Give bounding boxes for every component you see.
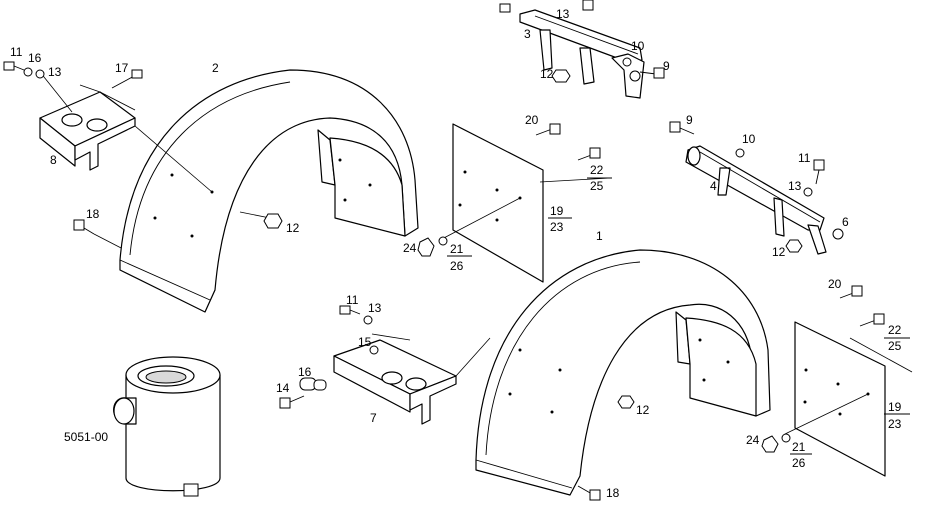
nut-15 [369, 345, 379, 355]
fraction-lines [447, 177, 910, 455]
bracket-7 [333, 333, 491, 425]
washer-21-bottom [781, 433, 791, 443]
air-filter [113, 356, 221, 497]
label-12: 12 [772, 245, 786, 259]
label-20: 20 [828, 277, 842, 291]
label-26: 26 [792, 456, 806, 470]
label-9: 9 [663, 59, 670, 73]
bracket-8 [39, 71, 136, 171]
label-10: 10 [742, 132, 756, 146]
mudguard-1 [475, 249, 771, 496]
label-7: 7 [370, 411, 377, 425]
label-6: 6 [842, 215, 849, 229]
label-22: 22 [888, 323, 902, 337]
washer-10-bracket-4 [735, 148, 745, 158]
bolt-13-top [582, 0, 594, 11]
bolt-20-bottom [839, 285, 863, 299]
label-12: 12 [540, 67, 554, 81]
label-15: 15 [358, 335, 372, 349]
label-10: 10 [631, 39, 645, 53]
label-16: 16 [28, 51, 42, 65]
bolt-22-top [539, 147, 611, 183]
bolt-11-bracket-7 [339, 305, 361, 315]
bracket-4 [685, 145, 827, 255]
nut-13-top-left [35, 69, 45, 79]
washer-16-top-left [23, 67, 33, 77]
label-19: 19 [888, 400, 902, 414]
bolt-18-bottom [577, 485, 601, 501]
label-17: 17 [115, 61, 129, 75]
nut-12-fender-2 [263, 213, 283, 229]
nut-24-bottom [761, 435, 779, 453]
nut-13-bracket-4 [803, 187, 813, 197]
bolt-18-top [73, 219, 126, 251]
bolt-22-bottom [849, 313, 913, 373]
bushing-16 [299, 377, 327, 391]
reference-number: 5051-00 [64, 430, 108, 444]
label-12: 12 [286, 221, 300, 235]
label-3: 3 [524, 27, 531, 41]
label-13: 13 [788, 179, 802, 193]
nut-10-bracket-3 [622, 57, 632, 67]
label-2: 2 [212, 61, 219, 75]
label-11: 11 [798, 151, 811, 165]
nut-24-top [417, 237, 435, 257]
callout-labels: 11 16 13 17 8 18 2 12 13 3 10 12 9 20 22… [10, 7, 902, 500]
label-23: 23 [888, 417, 902, 431]
label-8: 8 [50, 153, 57, 167]
label-19: 19 [550, 204, 564, 218]
nut-12-fender-1 [617, 395, 635, 409]
label-25: 25 [888, 339, 902, 353]
label-26: 26 [450, 259, 464, 273]
bolt-9-bracket-4 [669, 121, 695, 135]
label-9: 9 [686, 113, 693, 127]
label-13: 13 [48, 65, 62, 79]
bolt-9-bracket-3 [639, 67, 665, 79]
bracket-3 [519, 9, 645, 99]
label-16: 16 [298, 365, 312, 379]
label-4: 4 [710, 179, 717, 193]
nut-13-bracket-7 [363, 315, 373, 325]
bolt-14 [279, 395, 305, 409]
nut-12-bracket-4 [785, 239, 803, 253]
mudguard-2 [119, 69, 419, 313]
nut-12-bracket-3 [551, 69, 571, 83]
label-18: 18 [86, 207, 100, 221]
label-23: 23 [550, 220, 564, 234]
label-13: 13 [556, 7, 570, 21]
label-24: 24 [746, 433, 760, 447]
bolt-11-top-left [3, 61, 25, 71]
label-11: 11 [346, 293, 359, 307]
washer-21-top [438, 236, 448, 246]
bolt-top-3 [499, 3, 511, 13]
label-18: 18 [606, 486, 620, 500]
label-1: 1 [596, 229, 603, 243]
label-22: 22 [590, 163, 604, 177]
label-20: 20 [525, 113, 539, 127]
label-21: 21 [792, 440, 806, 454]
bolt-20-top [535, 123, 561, 136]
label-24: 24 [403, 241, 417, 255]
label-25: 25 [590, 179, 604, 193]
bolt-17 [111, 69, 143, 89]
label-13: 13 [368, 301, 382, 315]
mud-flap-top [439, 123, 544, 283]
plug-6 [832, 228, 844, 240]
label-21: 21 [450, 242, 464, 256]
bolt-11-bracket-4 [813, 159, 825, 185]
mud-flap-bottom [784, 321, 886, 477]
label-12: 12 [636, 403, 650, 417]
label-14: 14 [276, 381, 290, 395]
label-11: 11 [10, 45, 23, 59]
